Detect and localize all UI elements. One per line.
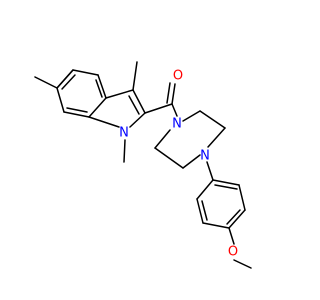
bond-pip-c-n-right xyxy=(207,127,226,148)
bond-c4-c3a xyxy=(97,74,107,99)
bond-ph-6-1 xyxy=(196,179,214,200)
bond-n1-methyl xyxy=(123,139,126,163)
nitrogen-piperazine-top-label: N xyxy=(172,117,182,132)
bond-c3a-c7a xyxy=(88,97,107,118)
bond-ph-methoxy-o xyxy=(228,227,235,245)
bond-c6-c5 xyxy=(56,69,74,89)
bond-pip-c-n-left xyxy=(154,129,171,149)
bond-pip-n-c-right xyxy=(182,110,201,122)
bond-methoxy-ch3 xyxy=(233,259,252,269)
bond-ph-4-5 xyxy=(202,222,230,229)
bond-carbonyl-n xyxy=(171,103,178,117)
bond-c7a-c7 xyxy=(63,111,90,118)
bond-ph-5-6 xyxy=(196,198,204,224)
bond-c7a-c7-double xyxy=(66,107,88,113)
bond-carbonyl-o xyxy=(171,83,176,105)
bond-ph-3-4-double xyxy=(226,209,241,225)
bond-ph-1-2-double xyxy=(214,184,238,190)
bond-c2-carbonyl xyxy=(144,103,173,114)
bond-pip-c-c-right xyxy=(199,110,226,129)
bond-c4-c3a-double xyxy=(95,79,103,98)
bond-ethyl-ch3 xyxy=(34,76,58,89)
oxygen-methoxy-label: O xyxy=(228,245,238,260)
nitrogen-piperazine-bottom-label: N xyxy=(200,149,210,164)
bond-c3-c2-double xyxy=(128,95,140,115)
bond-c6-c5-double xyxy=(61,74,76,90)
structure-canvas: O N N N O xyxy=(34,61,252,269)
bond-c7-c6 xyxy=(56,87,65,113)
bond-c3a-c3 xyxy=(105,89,134,99)
bond-c3-c2 xyxy=(132,89,146,114)
bond-c3-methyl xyxy=(132,61,138,91)
bond-ph-2-3 xyxy=(238,184,246,211)
bond-ph-5-6-double xyxy=(201,200,208,221)
nitrogen-indole-label: N xyxy=(119,126,129,141)
bond-n1-c7a xyxy=(88,116,120,128)
bond-c5-c4 xyxy=(72,69,99,76)
bond-n-aryl xyxy=(206,161,214,181)
bond-ph-3-4 xyxy=(228,209,246,229)
bond-pip-n-c-left xyxy=(182,154,201,169)
bond-carbonyl-o-double xyxy=(166,82,171,104)
bond-pip-c-c-left xyxy=(154,147,184,169)
bond-ph-1-2 xyxy=(212,179,240,186)
bond-c2-n1 xyxy=(129,112,146,128)
oxygen-carbonyl-label: O xyxy=(173,69,183,84)
molecule-diagram: O N N N O xyxy=(34,61,252,269)
